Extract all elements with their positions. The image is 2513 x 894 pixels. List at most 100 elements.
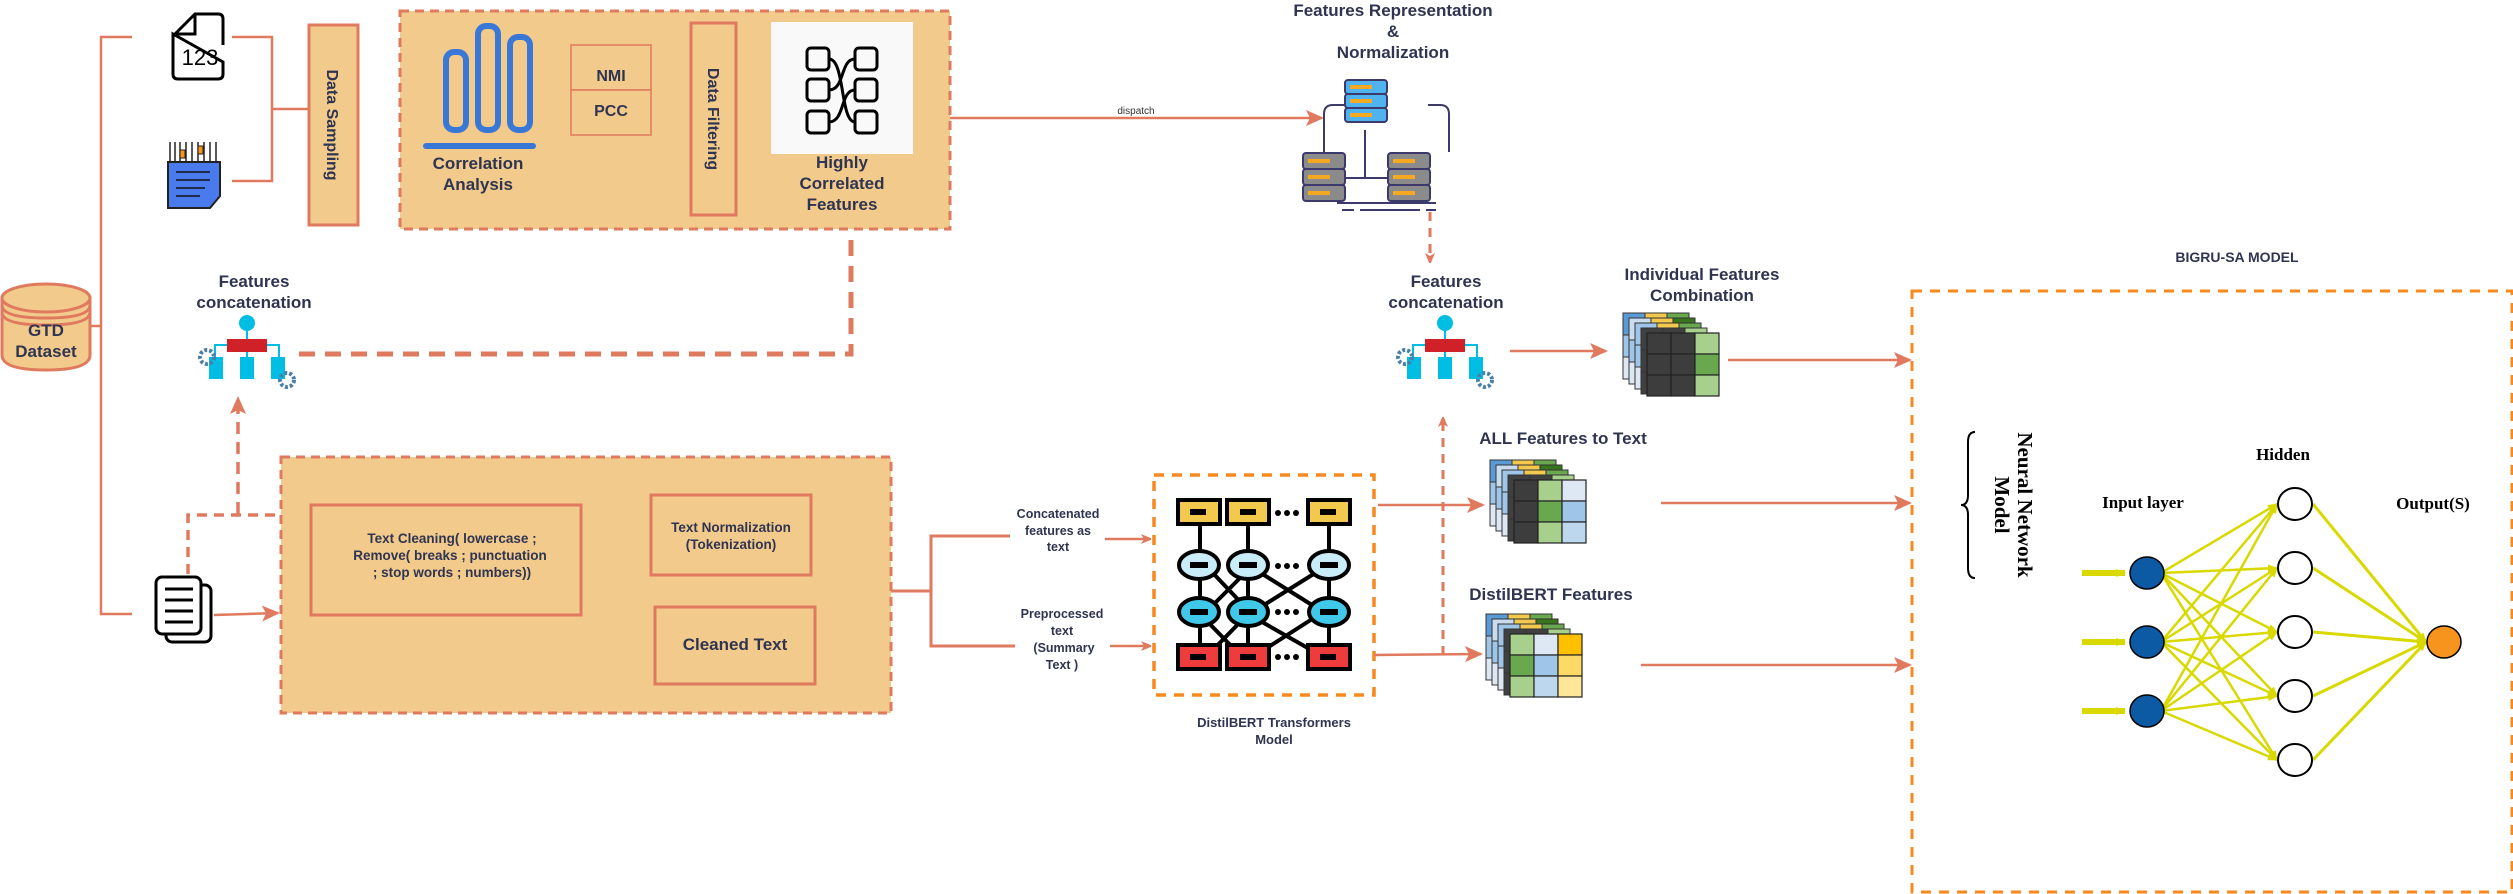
cube-front-cell [1509,654,1535,677]
text-data-icon [167,142,221,209]
numeric-icon-text: 123 [182,45,219,70]
cube-front-cell [1537,500,1563,523]
cube-front-cell [1533,654,1559,677]
distilbert-to-features-arrow [1373,646,1483,663]
preprocessed-label-4: Text ) [1046,658,1078,672]
hidden-output-edge [2311,640,2428,762]
documents-icon [154,575,213,644]
input-hidden-edge [2160,502,2278,575]
text-branch-connectors [891,534,1015,648]
metric-pcc-cell[interactable] [570,89,652,136]
input-hidden-edge [2159,572,2279,761]
input-hidden-edge [2160,630,2278,713]
text-normalization-box[interactable]: Text Normalization (Tokenization) [649,493,813,577]
cube-front-cell [1557,654,1583,677]
bar-chart-icon [423,23,536,149]
transformer-network-icon [1176,498,1352,671]
text-processing-panel[interactable] [279,455,893,715]
cube-front-cell [1646,353,1672,376]
distilbert-label-1: DistilBERT Transformers [1197,715,1351,730]
highly-correlated-label-2: Correlated [799,174,884,193]
cube-front-cell [1670,374,1696,397]
concat-left-label-1: Features [219,272,290,291]
dataset-label-1: GTD [28,321,64,340]
brace-icon [1960,431,1976,579]
input-hidden-edge [2160,572,2278,697]
dataset-connectors [91,35,309,616]
output-node [2426,625,2462,659]
cube-front-cell [1561,479,1587,502]
text-normalization-line-1: Text Normalization [671,520,791,535]
preprocessed-label-3: (Summary [1033,641,1094,655]
text-cleaning-line-1: Text Cleaning( lowercase ; [367,531,536,546]
text-cleaning-line-3: ; stop words ; numbers)) [373,565,531,580]
correlation-analysis-label-1: Correlation [433,154,524,173]
cube-front-cell [1561,500,1587,523]
cube-front-cell [1509,633,1535,656]
concat-features-label-3: text [1047,540,1070,554]
input-hidden-edge [2160,640,2278,698]
cube-front-cell [1670,353,1696,376]
input-hidden-edge [2159,503,2279,712]
metric-pcc: PCC [594,103,628,120]
input-hidden-edge [2160,693,2278,713]
cube-front-cell [1533,675,1559,698]
representation-title-3: Normalization [1337,43,1449,62]
cube-front-cell [1537,479,1563,502]
representation-title-1: Features Representation [1293,1,1492,20]
correlated-to-concat-connector [290,240,854,357]
preprocessed-label-2: text [1051,624,1074,638]
cube-front-cell [1513,521,1539,544]
cube-front-cell [1513,500,1539,523]
metric-nmi: NMI [596,68,625,85]
cube-front-cell [1694,332,1720,355]
correlation-analysis-label-2: Analysis [443,175,513,194]
cube-front-cell [1513,479,1539,502]
dispatch-label: dispatch [1117,106,1154,117]
data-filtering-label: Data Filtering [704,68,721,170]
concat-left-label-2: concatenation [196,293,311,312]
hidden-node [2277,551,2313,585]
cube-front-cell [1646,332,1672,355]
distilbert-features-cube-icon [1485,613,1583,698]
input-node [2129,625,2165,659]
data-filtering-box[interactable]: Data Filtering [689,21,738,217]
dataset-label-2: Dataset [15,342,77,361]
text-cleaning-box[interactable]: Text Cleaning( lowercase ; Remove( break… [309,503,583,617]
cleaned-text-box[interactable]: Cleaned Text [653,605,817,686]
representation-title-2: & [1387,22,1399,41]
input-hidden-edge [2160,567,2278,712]
cube-front-cell [1694,353,1720,376]
input-hidden-edge [2160,641,2278,761]
all-features-text-label: ALL Features to Text [1479,429,1647,448]
text-cleaning-line-2: Remove( breaks ; punctuation [353,548,547,563]
cube-front-cell [1557,633,1583,656]
input-hidden-edge [2160,564,2278,575]
individual-features-cube-icon [1622,312,1720,397]
cube-front-cell [1509,675,1535,698]
hierarchy-gear-icon-left [198,315,296,389]
concat-right-label-1: Features [1411,272,1482,291]
doc-to-concat-connector [186,513,280,574]
hidden-layer-label: Hidden [2256,445,2310,464]
data-sampling-box[interactable]: Data Sampling [307,23,360,227]
cube-front-cell [1561,521,1587,544]
metric-nmi-cell[interactable] [570,44,652,91]
hierarchy-gear-icon-right [1396,315,1494,389]
nn-model-label-2: Model [1990,476,2014,533]
cube-front-cell [1537,521,1563,544]
gtd-dataset-database[interactable]: GTD Dataset [0,282,92,372]
individual-features-label-2: Combination [1650,286,1754,305]
bigru-model-box[interactable] [1910,289,2513,894]
neural-network-graph [2082,487,2462,777]
nn-model-label-1: Neural Network [2013,432,2037,578]
input-node [2129,694,2165,728]
hidden-output-edge [2312,566,2427,644]
input-layer-label: Input layer [2102,493,2184,512]
text-normalization-line-2: (Tokenization) [686,537,777,552]
highly-correlated-label-3: Features [807,195,878,214]
cleaned-text-label: Cleaned Text [683,635,788,654]
input-hidden-edge [2160,628,2278,644]
doc-to-text-panel-arrow [213,605,280,622]
